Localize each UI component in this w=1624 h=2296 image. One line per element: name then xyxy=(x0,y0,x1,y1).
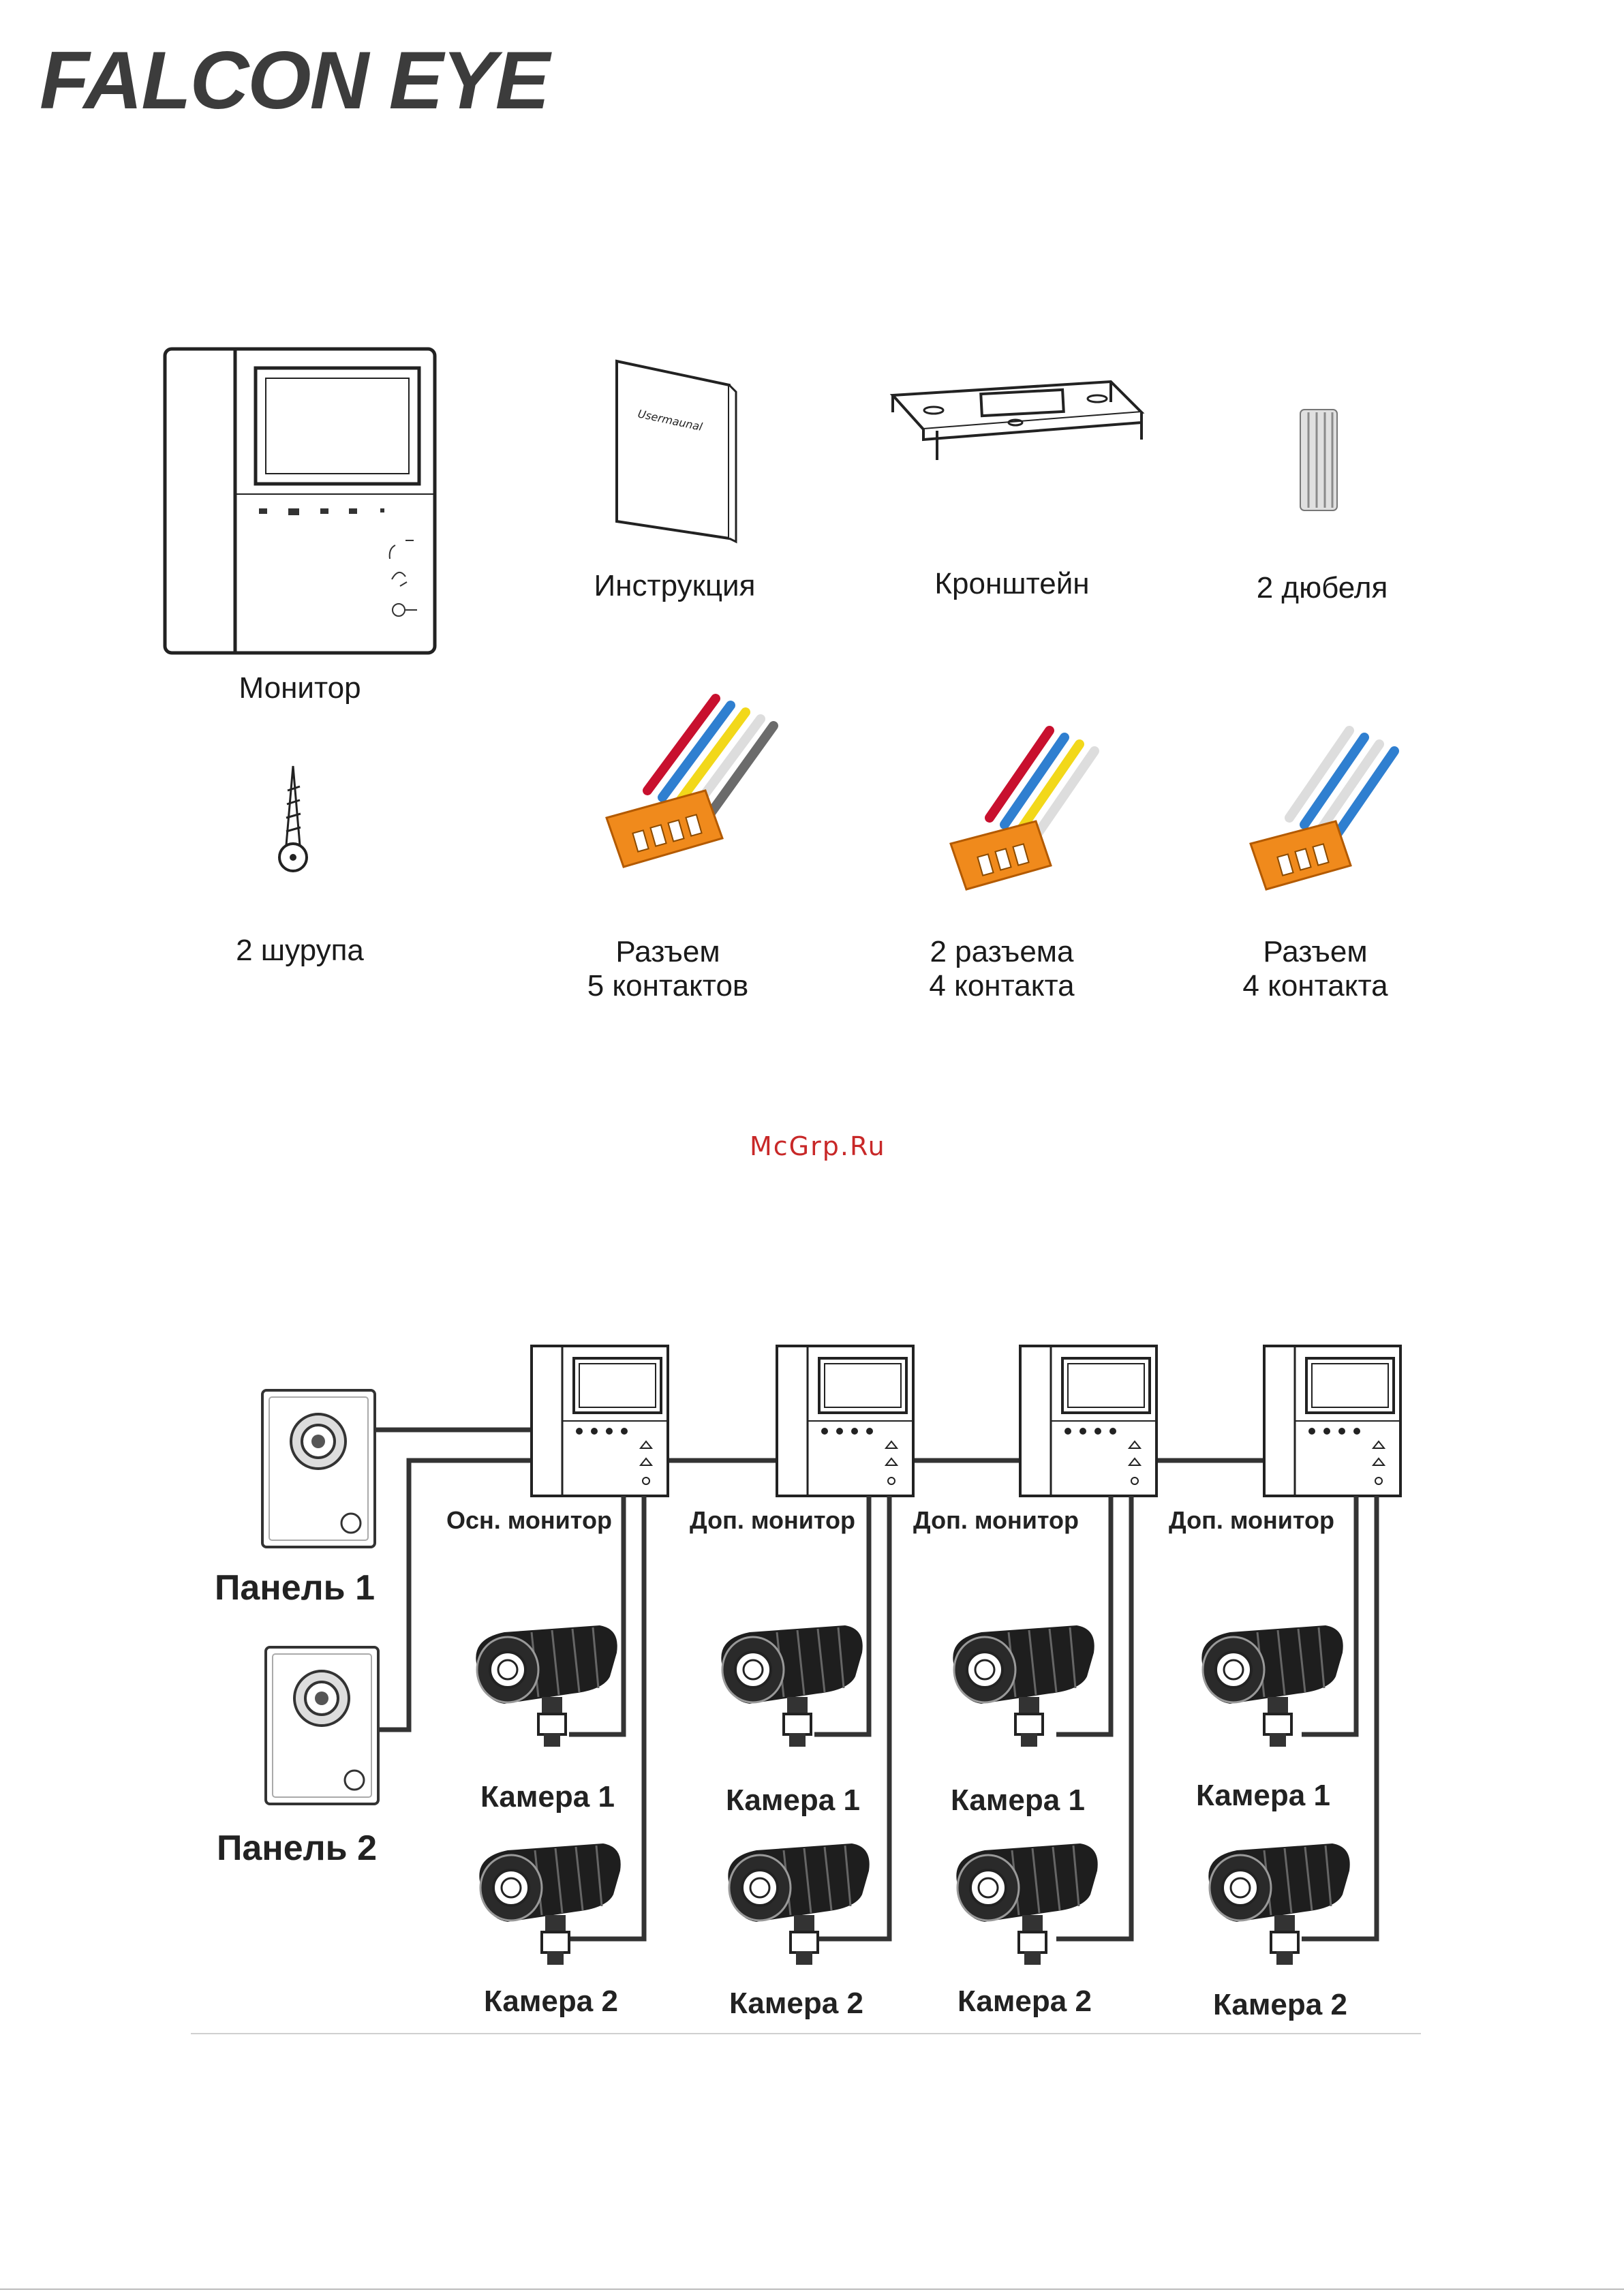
extra-monitor-label-1: Доп. монитор xyxy=(690,1506,855,1535)
diagram-divider xyxy=(191,2033,1421,2034)
extra-monitor-label-2: Доп. монитор xyxy=(913,1506,1079,1535)
camera2-label-col4: Камера 2 xyxy=(1213,1988,1347,2022)
main-monitor-label: Осн. монитор xyxy=(446,1506,612,1535)
panel2-label: Панель 2 xyxy=(217,1828,377,1869)
extra-monitor-label-3: Доп. монитор xyxy=(1169,1506,1334,1535)
camera2-label-col2: Камера 2 xyxy=(729,1987,863,2021)
camera2-label-col3: Камера 2 xyxy=(957,1985,1092,2019)
footer-divider xyxy=(0,2289,1624,2290)
camera1-label-col2: Камера 1 xyxy=(726,1784,860,1818)
camera2-label-col1: Камера 2 xyxy=(484,1985,618,2019)
panel1-label: Панель 1 xyxy=(215,1567,375,1608)
camera1-label-col4: Камера 1 xyxy=(1196,1779,1330,1813)
camera1-label-col1: Камера 1 xyxy=(480,1780,615,1814)
camera1-label-col3: Камера 1 xyxy=(951,1784,1085,1818)
